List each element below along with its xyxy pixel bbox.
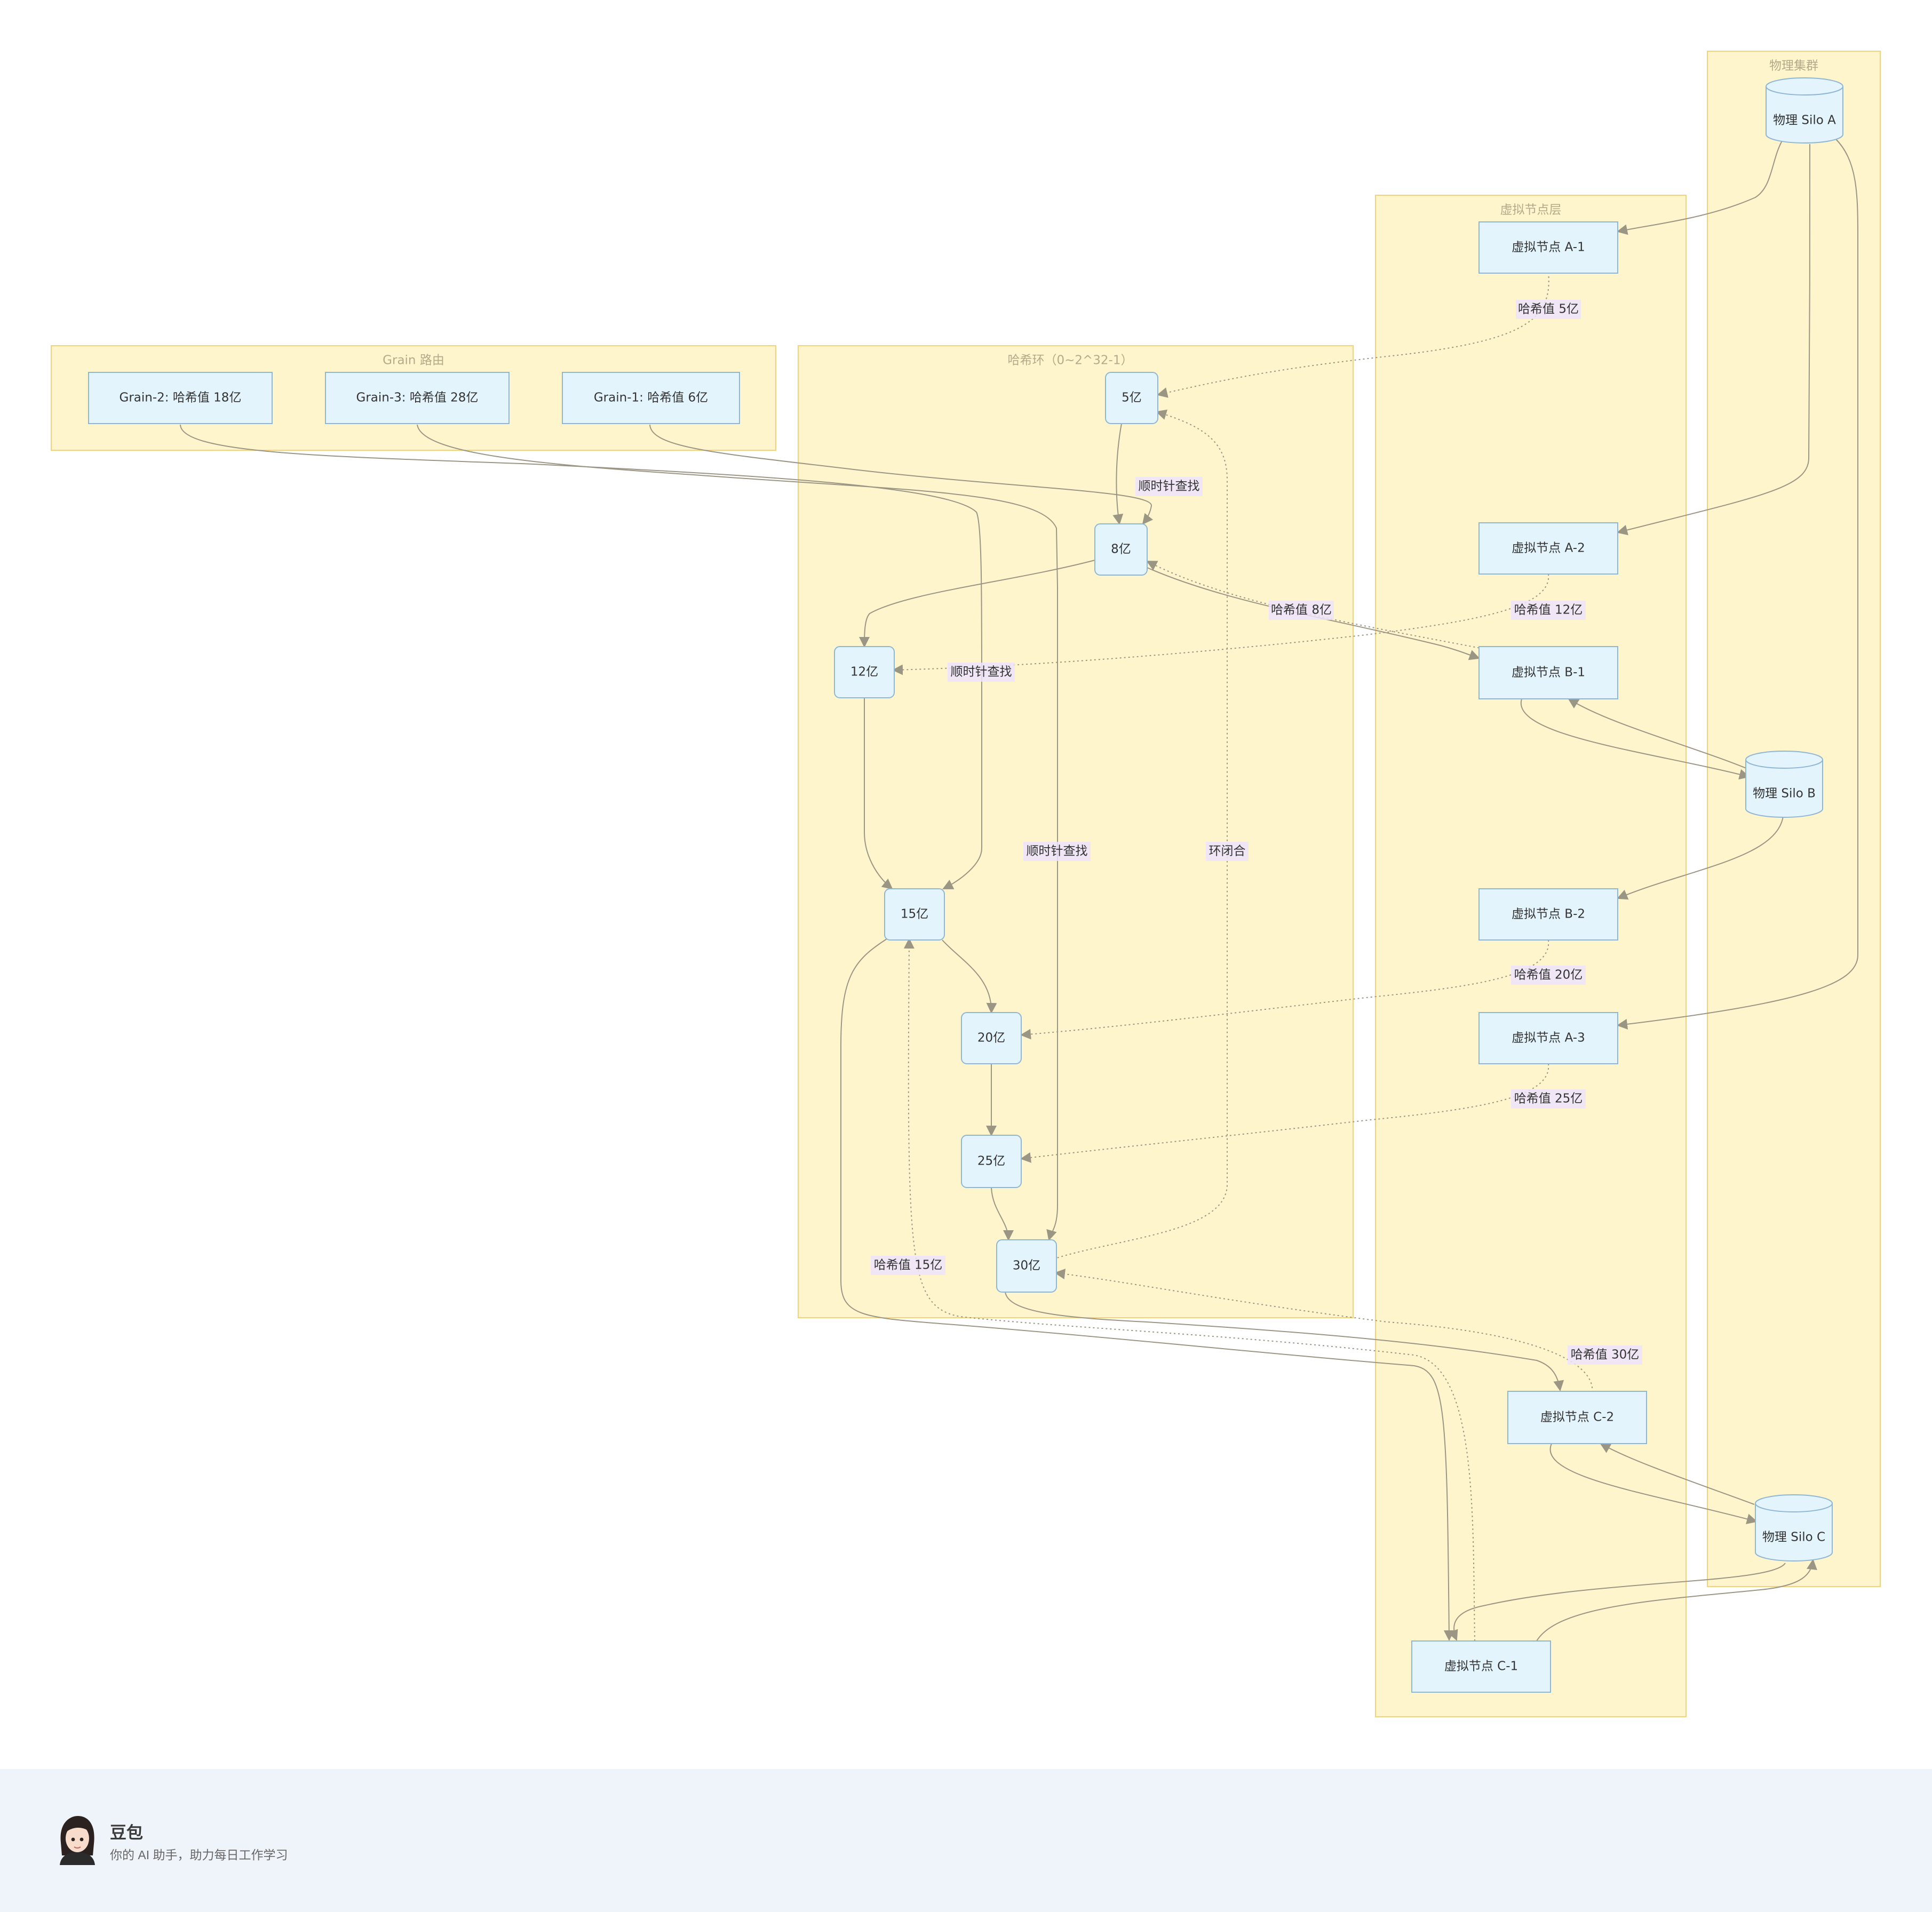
svg-text:哈希值 25亿: 哈希值 25亿 bbox=[1514, 1092, 1583, 1106]
edge-12yi-to-15yi bbox=[864, 698, 893, 890]
edge-label-hash-15yi: 哈希值 15亿 bbox=[871, 1256, 945, 1275]
node-silo-c[interactable]: 物理 Silo C bbox=[1755, 1494, 1833, 1562]
svg-text:哈希值 20亿: 哈希值 20亿 bbox=[1514, 968, 1583, 982]
svg-text:虚拟节点 A-3: 虚拟节点 A-3 bbox=[1512, 1031, 1585, 1045]
edge-vnode-c1-to-silo-c bbox=[1536, 1559, 1817, 1642]
edge-label-hash-20yi: 哈希值 20亿 bbox=[1511, 966, 1586, 985]
brand-tagline: 你的 AI 助手，助力每日工作学习 bbox=[110, 1848, 288, 1862]
edge-label-hash-25yi: 哈希值 25亿 bbox=[1511, 1089, 1586, 1109]
edge-label-ring-close: 环闭合 bbox=[1206, 842, 1249, 861]
svg-text:顺时针查找: 顺时针查找 bbox=[1027, 845, 1088, 858]
edge-vnode-b2-to-20yi bbox=[1020, 939, 1549, 1040]
edge-silo-c-to-vnode-c1 bbox=[1448, 1563, 1786, 1641]
svg-text:8亿: 8亿 bbox=[1111, 543, 1131, 556]
cluster-title-ring: 哈希环（0~2^32-1） bbox=[1007, 354, 1133, 368]
svg-text:25亿: 25亿 bbox=[977, 1154, 1005, 1168]
cluster-physical: 物理集群 bbox=[1707, 51, 1881, 1587]
edge-8yi-to-12yi bbox=[859, 560, 1095, 648]
node-ring-5yi[interactable]: 5亿 bbox=[1105, 372, 1158, 424]
node-vnode-a1[interactable]: 虚拟节点 A-1 bbox=[1478, 221, 1618, 274]
brand-name: 豆包 bbox=[110, 1823, 143, 1842]
edge-label-hash-5yi: 哈希值 5亿 bbox=[1516, 300, 1581, 319]
cluster-title-physical: 物理集群 bbox=[1769, 59, 1818, 73]
svg-text:顺时针查找: 顺时针查找 bbox=[951, 665, 1012, 679]
edge-silo-b-to-vnode-b2 bbox=[1617, 816, 1784, 900]
edge-vnode-b1-to-silo-b bbox=[1520, 698, 1750, 780]
node-grain-2[interactable]: Grain-2: 哈希值 18亿 bbox=[88, 372, 273, 424]
svg-text:物理 Silo C: 物理 Silo C bbox=[1762, 1531, 1825, 1544]
svg-text:物理 Silo B: 物理 Silo B bbox=[1753, 787, 1816, 801]
svg-text:5亿: 5亿 bbox=[1122, 391, 1142, 405]
svg-text:15亿: 15亿 bbox=[901, 907, 928, 921]
cluster-title-grain: Grain 路由 bbox=[383, 354, 444, 368]
node-ring-25yi[interactable]: 25亿 bbox=[961, 1135, 1022, 1188]
edge-vnode-c2-to-silo-c bbox=[1549, 1443, 1758, 1524]
avatar bbox=[54, 1816, 101, 1865]
svg-text:Grain-2: 哈希值 18亿: Grain-2: 哈希值 18亿 bbox=[120, 391, 242, 405]
node-ring-30yi[interactable]: 30亿 bbox=[996, 1239, 1057, 1293]
edge-label-hash-30yi: 哈希值 30亿 bbox=[1568, 1345, 1642, 1365]
edge-grain3-to-30yi bbox=[417, 424, 1058, 1241]
edge-silo-b-to-vnode-b1 bbox=[1568, 698, 1757, 773]
svg-text:12亿: 12亿 bbox=[850, 665, 878, 679]
edge-silo-c-to-vnode-c2 bbox=[1600, 1443, 1755, 1505]
svg-text:虚拟节点 C-2: 虚拟节点 C-2 bbox=[1540, 1411, 1614, 1424]
node-vnode-b1[interactable]: 虚拟节点 B-1 bbox=[1478, 646, 1618, 699]
edge-silo-a-to-vnode-a3 bbox=[1617, 138, 1858, 1030]
svg-text:环闭合: 环闭合 bbox=[1209, 845, 1246, 858]
svg-text:哈希值 5亿: 哈希值 5亿 bbox=[1518, 302, 1579, 316]
svg-text:30亿: 30亿 bbox=[1013, 1259, 1040, 1273]
svg-text:顺时针查找: 顺时针查找 bbox=[1139, 480, 1200, 493]
svg-text:Grain-3: 哈希值 28亿: Grain-3: 哈希值 28亿 bbox=[356, 391, 479, 405]
cluster-virtual-nodes: 虚拟节点层 bbox=[1375, 195, 1687, 1717]
node-grain-1[interactable]: Grain-1: 哈希值 6亿 bbox=[562, 372, 740, 424]
edge-label-clockwise-grain1: 顺时针查找 bbox=[1135, 477, 1203, 496]
svg-text:哈希值 12亿: 哈希值 12亿 bbox=[1514, 603, 1583, 617]
edge-silo-a-to-vnode-a2 bbox=[1617, 144, 1810, 536]
node-ring-15yi[interactable]: 15亿 bbox=[884, 888, 945, 941]
svg-text:哈希值 8亿: 哈希值 8亿 bbox=[1271, 603, 1332, 617]
svg-text:Grain-1: 哈希值 6亿: Grain-1: 哈希值 6亿 bbox=[594, 391, 708, 405]
svg-text:虚拟节点 B-2: 虚拟节点 B-2 bbox=[1512, 907, 1585, 921]
edge-grain1-to-8yi bbox=[649, 424, 1154, 525]
svg-text:哈希值 30亿: 哈希值 30亿 bbox=[1571, 1348, 1640, 1362]
edge-5yi-to-8yi bbox=[1112, 423, 1124, 525]
node-ring-8yi[interactable]: 8亿 bbox=[1094, 523, 1148, 576]
node-ring-20yi[interactable]: 20亿 bbox=[961, 1012, 1022, 1064]
cluster-hash-ring: 哈希环（0~2^32-1） bbox=[798, 345, 1354, 1318]
footer-bar bbox=[0, 1769, 1932, 1912]
edge-label-hash-12yi: 哈希值 12亿 bbox=[1511, 601, 1586, 620]
node-vnode-a3[interactable]: 虚拟节点 A-3 bbox=[1478, 1012, 1618, 1064]
edge-30yi-to-vnode-c2 bbox=[1005, 1292, 1564, 1391]
svg-text:哈希值 15亿: 哈希值 15亿 bbox=[874, 1258, 943, 1272]
node-ring-12yi[interactable]: 12亿 bbox=[834, 646, 895, 698]
node-grain-3[interactable]: Grain-3: 哈希值 28亿 bbox=[325, 372, 510, 424]
edge-25yi-to-30yi bbox=[991, 1187, 1014, 1241]
node-silo-a[interactable]: 物理 Silo A bbox=[1766, 77, 1843, 144]
node-vnode-b2[interactable]: 虚拟节点 B-2 bbox=[1478, 888, 1618, 941]
edge-30yi-to-5yi-ring-close bbox=[1053, 409, 1228, 1260]
svg-text:物理 Silo A: 物理 Silo A bbox=[1773, 114, 1836, 128]
node-vnode-c1[interactable]: 虚拟节点 C-1 bbox=[1411, 1640, 1551, 1693]
edge-8yi-to-vnode-b1 bbox=[1147, 567, 1480, 660]
edge-15yi-to-vnode-c1 bbox=[840, 938, 1454, 1641]
svg-text:20亿: 20亿 bbox=[977, 1031, 1005, 1045]
svg-text:虚拟节点 A-1: 虚拟节点 A-1 bbox=[1512, 241, 1585, 254]
cluster-title-vnode: 虚拟节点层 bbox=[1500, 203, 1562, 217]
edge-label-clockwise-grain2: 顺时针查找 bbox=[948, 663, 1015, 682]
svg-text:虚拟节点 A-2: 虚拟节点 A-2 bbox=[1512, 541, 1585, 555]
svg-text:虚拟节点 C-1: 虚拟节点 C-1 bbox=[1444, 1660, 1518, 1674]
node-vnode-c2[interactable]: 虚拟节点 C-2 bbox=[1507, 1391, 1647, 1444]
edge-label-clockwise-grain3: 顺时针查找 bbox=[1023, 842, 1091, 861]
edge-label-hash-8yi: 哈希值 8亿 bbox=[1269, 601, 1334, 620]
node-vnode-a2[interactable]: 虚拟节点 A-2 bbox=[1478, 522, 1618, 575]
node-silo-b[interactable]: 物理 Silo B bbox=[1745, 751, 1823, 818]
edge-vnode-b1-to-8yi bbox=[1146, 561, 1484, 649]
edge-silo-a-to-vnode-a1 bbox=[1617, 140, 1783, 235]
edge-15yi-to-20yi bbox=[942, 939, 997, 1014]
svg-text:虚拟节点 B-1: 虚拟节点 B-1 bbox=[1512, 666, 1585, 680]
